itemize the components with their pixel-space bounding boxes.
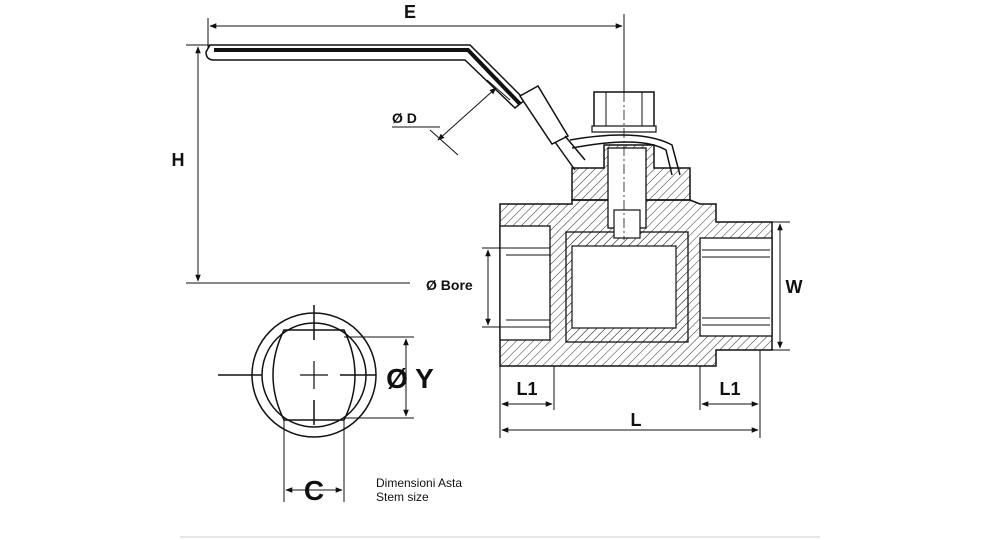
dimension-w	[772, 221, 790, 351]
dimension-d	[392, 79, 511, 156]
dimension-h	[186, 44, 410, 284]
dimension-e	[207, 14, 625, 92]
caption-line2: Stem size	[376, 490, 429, 504]
dimension-l1-l	[499, 350, 761, 438]
label-l1-left: L1	[516, 379, 537, 399]
valve-body	[499, 92, 773, 367]
label-d: Ø D	[392, 110, 417, 126]
dimension-bore	[482, 247, 512, 328]
label-e: E	[404, 2, 416, 22]
label-w: W	[786, 277, 803, 297]
label-bore: Ø Bore	[426, 277, 473, 293]
label-y: Ø Y	[386, 363, 434, 394]
label-l1-right: L1	[719, 379, 740, 399]
label-l: L	[631, 410, 642, 430]
caption-line1: Dimensioni Asta	[376, 476, 462, 490]
label-h: H	[172, 150, 185, 170]
label-c: C	[304, 475, 324, 506]
stem-section-view	[218, 305, 414, 502]
handle-lever	[205, 44, 681, 176]
